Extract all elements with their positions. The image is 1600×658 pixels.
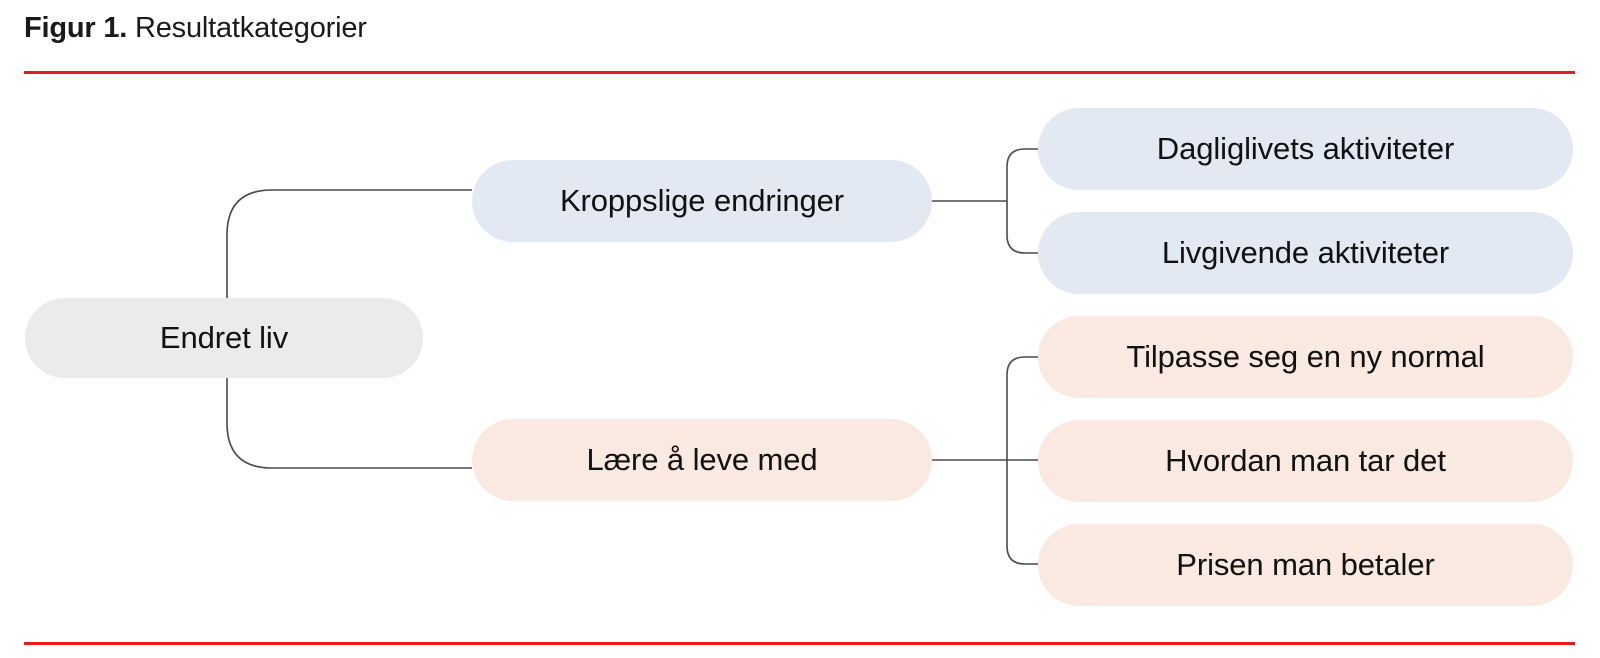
node-label: Prisen man betaler (1176, 547, 1435, 583)
rule-top (24, 71, 1575, 74)
node-dagliglivets-aktiviteter[interactable]: Dagliglivets aktiviteter (1038, 108, 1573, 190)
node-label: Tilpasse seg en ny normal (1126, 339, 1485, 375)
figure-caption: Resultatkategorier (127, 12, 367, 44)
rule-bottom (24, 642, 1575, 645)
figure-label: Figur 1. (24, 12, 128, 44)
node-label: Dagliglivets aktiviteter (1156, 131, 1455, 167)
node-prisen-man-betaler[interactable]: Prisen man betaler (1038, 524, 1573, 606)
node-tilpasse-seg-en-ny-normal[interactable]: Tilpasse seg en ny normal (1038, 316, 1573, 398)
connector-pink-spine (1006, 356, 1038, 565)
figure-title: Figur 1. Resultatkategorier (24, 8, 367, 48)
connector-blue-spine (1006, 148, 1038, 254)
node-endret-liv[interactable]: Endret liv (25, 298, 423, 378)
node-label: Livgivende aktiviteter (1161, 235, 1450, 271)
node-label: Lære å leve med (586, 442, 818, 478)
node-label: Hvordan man tar det (1165, 443, 1446, 479)
node-label: Kroppslige endringer (559, 183, 845, 219)
node-livgivende-aktiviteter[interactable]: Livgivende aktiviteter (1038, 212, 1573, 294)
node-hvordan-man-tar-det[interactable]: Hvordan man tar det (1038, 420, 1573, 502)
node-laere-a-leve-med[interactable]: Lære å leve med (472, 419, 932, 501)
node-label: Endret liv (159, 320, 289, 356)
node-kroppslige-endringer[interactable]: Kroppslige endringer (472, 160, 932, 242)
